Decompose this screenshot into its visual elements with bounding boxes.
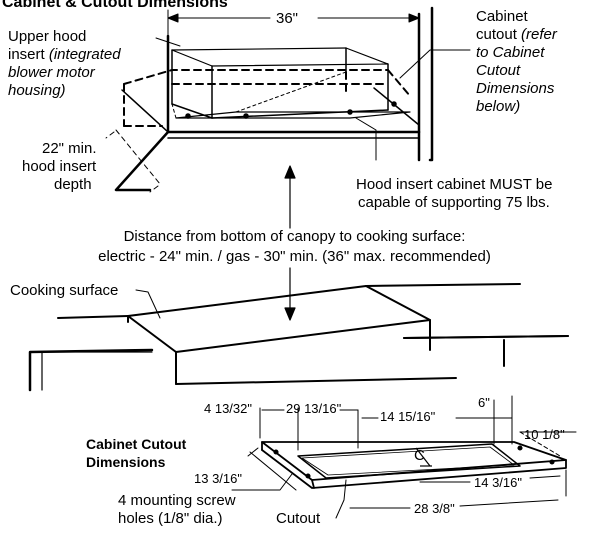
cutout-label: Cutout [276, 510, 321, 527]
dim-13-3-16-label: 13 3/16" [194, 471, 242, 486]
distance-note-2: electric - 24" min. / gas - 30" min. (36… [98, 248, 491, 265]
cooking-surface-leader [135, 289, 161, 319]
dim-10-1-8-label: 10 1/8" [524, 427, 565, 442]
dim-14-15-16-label: 14 15/16" [380, 409, 436, 424]
dim-28-3-8-label: 28 3/8" [414, 501, 455, 516]
support-note-1: Hood insert cabinet MUST be [356, 176, 553, 193]
upper-hood-note-1: (integrated [48, 46, 121, 63]
insert-depth-label-2: hood insert [22, 158, 97, 175]
upper-hood-note-2: blower motor [8, 64, 95, 81]
upper-hood-insert-text: insert [8, 46, 45, 63]
cutout-dims-title-2: Dimensions [86, 454, 166, 470]
dim-6-label: 6" [478, 395, 490, 410]
dim-4-13-32-label: 4 13/32" [204, 401, 252, 416]
cabinet-cutout-note-1: (refer [521, 26, 557, 43]
depth-dimension-line [105, 129, 161, 193]
dim-14-3-16-label: 14 3/16" [474, 475, 522, 490]
centerline-symbol: C [414, 447, 432, 467]
screw-holes-label-2: holes (1/8" dia.) [118, 510, 223, 527]
diagram-title: Cabinet & Cutout Dimensions [2, 0, 228, 11]
dim-29-13-16-label: 29 13/16" [286, 401, 342, 416]
cutout-dimension-lines [231, 395, 577, 519]
distance-arrow [284, 165, 296, 321]
cutout-plate-drawing [261, 441, 567, 489]
cabinet-cutout-note-5: below) [476, 98, 521, 115]
countertop-drawing [28, 283, 569, 392]
cutout-dims-title-1: Cabinet Cutout [86, 436, 187, 452]
upper-hood-note-3: housing) [8, 82, 66, 99]
cabinet-cutout-text: cutout [476, 26, 517, 43]
upper-cabinet-drawing [114, 6, 434, 192]
upper-hood-label-2: insert (integrated [8, 46, 121, 63]
insert-depth-value: 22" min. [42, 140, 97, 157]
support-note-2: capable of supporting 75 lbs. [358, 194, 550, 211]
distance-note-1: Distance from bottom of canopy to cookin… [123, 228, 466, 245]
cooking-surface-label: Cooking surface [10, 282, 119, 299]
insert-depth-label-3: depth [54, 176, 92, 193]
cabinet-cutout-label-2: cutout (refer [476, 26, 557, 43]
cabinet-cutout-note-4: Dimensions [476, 80, 555, 97]
upper-hood-label-1: Upper hood [8, 28, 87, 45]
cabinet-cutout-note-3: Cutout [476, 62, 521, 79]
screw-holes-label-1: 4 mounting screw [118, 492, 236, 509]
cabinet-cutout-label-1: Cabinet [476, 8, 528, 25]
cabinet-cutout-note-2: to Cabinet [476, 44, 545, 61]
dim-36-label: 36" [276, 10, 299, 27]
upper-leaders [155, 37, 471, 161]
svg-text:C: C [414, 447, 425, 464]
dim-36-line [167, 9, 420, 37]
